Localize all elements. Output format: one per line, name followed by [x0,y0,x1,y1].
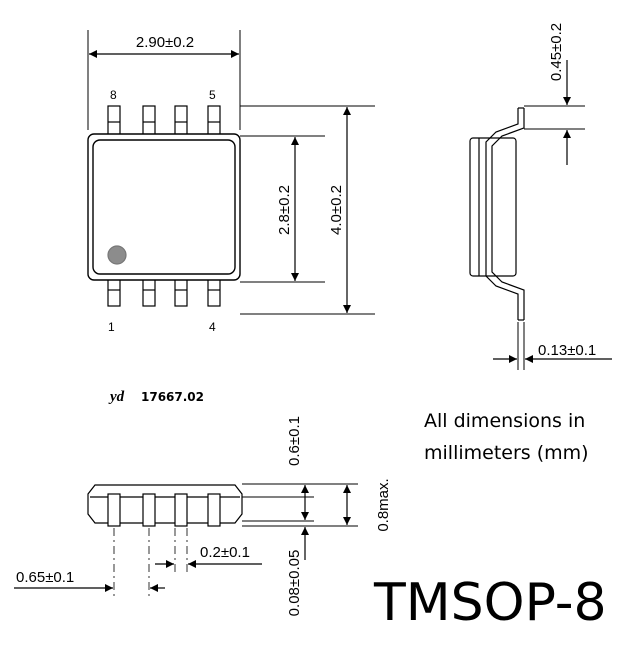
package-body-inner [92,139,236,275]
pin1-marker-icon [107,245,127,265]
end-body [87,484,243,524]
bottom-pins [107,275,221,307]
end-view [14,483,358,600]
package-body-outline [87,133,241,281]
side-lead [485,108,519,320]
pitch-label: 0.65±0.1 [16,569,74,586]
pin-5-label: 5 [209,88,216,102]
pin-width-label: 0.2±0.1 [200,544,250,561]
pin-8-label: 8 [110,88,117,102]
side-body [469,137,517,277]
side-view [469,60,612,370]
end-max-height-label: 0.8max. [375,478,392,531]
pin-1-label: 1 [108,320,115,334]
standoff-label: 0.08±0.05 [286,550,303,617]
pin-4-label: 4 [209,320,216,334]
top-pins [107,105,221,137]
overall-length-label: 4.0±0.2 [328,185,345,235]
reference-code: 17667.02 [141,390,204,404]
end-leads [107,493,221,527]
reference-prefix: yd [108,389,125,405]
note-line-2: millimeters (mm) [424,442,589,464]
lead-width-label: 0.13±0.1 [538,342,596,359]
package-name: TMSOP-8 [373,573,607,633]
body-length-label: 2.8±0.2 [276,185,293,235]
lead-thickness-label: 0.45±0.2 [548,23,565,81]
note-line-1: All dimensions in [424,410,585,432]
top-view [87,30,375,315]
width-label: 2.90±0.2 [136,34,194,51]
end-height-label: 0.6±0.1 [286,416,303,466]
